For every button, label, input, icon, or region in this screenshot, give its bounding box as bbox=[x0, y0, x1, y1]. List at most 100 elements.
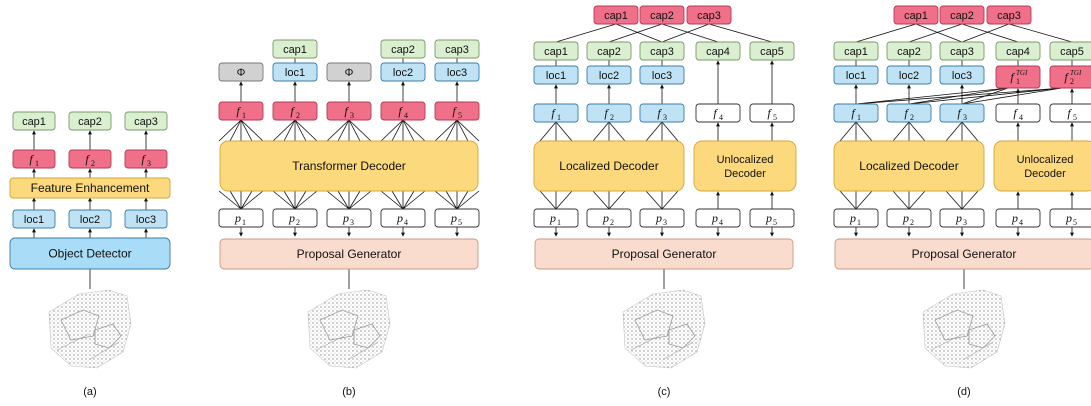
connector-lines bbox=[32, 23, 1074, 289]
decoder-to-feat-line bbox=[661, 121, 679, 142]
top-caption-box-shape bbox=[593, 5, 639, 25]
location-box-shape bbox=[586, 65, 632, 85]
proposal-generator-box-shape bbox=[219, 238, 479, 270]
location-box-label: loc3 bbox=[652, 70, 672, 82]
proposal-box-symbol: p bbox=[396, 211, 403, 225]
proposal-box-symbol: p bbox=[602, 211, 609, 225]
proposal-box-symbol: p bbox=[288, 211, 295, 225]
location-box-label: loc2 bbox=[80, 214, 100, 226]
proposal-to-decoder-line bbox=[240, 190, 253, 210]
caption-box: cap2 bbox=[586, 41, 632, 61]
proposal-to-decoder-line bbox=[218, 190, 242, 210]
topcap-to-cap-line bbox=[555, 23, 617, 43]
localized-decoder-box: Localized Decoder bbox=[533, 140, 685, 192]
top-caption-box-shape bbox=[639, 5, 685, 25]
proposal-to-decoder-line bbox=[348, 190, 361, 210]
location-box: loc3 bbox=[434, 62, 480, 82]
proposal-box-symbol: p bbox=[1065, 211, 1072, 225]
feature-box-shape bbox=[939, 103, 985, 123]
feature-box-subscript: 5 bbox=[1073, 113, 1077, 122]
location-box-shape bbox=[380, 62, 426, 82]
caption-box-label: cap2 bbox=[78, 116, 102, 128]
panel-label-a: (a) bbox=[83, 386, 96, 398]
proposal-to-decoder-line bbox=[445, 190, 458, 210]
feature-box-symbol: f bbox=[290, 104, 295, 118]
caption-box: cap5 bbox=[749, 41, 795, 61]
proposal-generator-box-label: Proposal Generator bbox=[612, 247, 717, 261]
caption-box-label: cap2 bbox=[597, 46, 621, 58]
caption-box-shape bbox=[124, 111, 168, 131]
empty-set-box-label: Φ bbox=[345, 67, 354, 79]
panel-label-b: (b) bbox=[342, 386, 355, 398]
object-detector-box-shape bbox=[9, 237, 171, 270]
location-box-shape bbox=[939, 65, 985, 85]
caption-box-label: cap5 bbox=[1060, 46, 1084, 58]
feature-box-shape bbox=[833, 103, 879, 123]
feature-box-subscript: 3 bbox=[147, 159, 151, 168]
decoder-to-feat-line bbox=[892, 121, 910, 142]
feature-box-subscript: 3 bbox=[663, 113, 667, 122]
feature-box-symbol: f bbox=[657, 106, 662, 120]
proposal-box-shape bbox=[749, 208, 795, 228]
point-cloud-image bbox=[922, 289, 1006, 369]
proposal-generator-box-label: Proposal Generator bbox=[912, 247, 1017, 261]
location-box-shape bbox=[124, 209, 168, 229]
proposal-box-symbol: p bbox=[342, 211, 349, 225]
location-box-label: loc2 bbox=[393, 67, 413, 79]
proposal-box-shape bbox=[995, 208, 1041, 228]
location-box-label: loc1 bbox=[24, 214, 44, 226]
feature-box-subscript: 3 bbox=[963, 113, 967, 122]
caption-box: cap2 bbox=[886, 41, 932, 61]
location-box: loc1 bbox=[272, 62, 318, 82]
feature-box-symbol: f bbox=[767, 106, 772, 120]
cross-feature-line bbox=[961, 87, 1009, 105]
decoder-to-feat-line bbox=[402, 119, 426, 142]
feature-box-shape bbox=[12, 149, 56, 169]
proposal-box-symbol: p bbox=[450, 211, 457, 225]
location-box-label: loc1 bbox=[546, 70, 566, 82]
caption-box-label: cap2 bbox=[897, 46, 921, 58]
caption-box-shape bbox=[68, 111, 112, 131]
caption-box-shape bbox=[1049, 41, 1091, 61]
proposal-box-subscript: 5 bbox=[1073, 218, 1077, 227]
unlocalized-decoder-box-label-1: Unlocalized bbox=[717, 154, 774, 166]
proposal-box-shape bbox=[695, 208, 741, 228]
proposal-box-symbol: p bbox=[1011, 211, 1018, 225]
feature-enhancement-box-shape bbox=[9, 177, 171, 199]
topcap-to-cap-line bbox=[908, 23, 963, 43]
proposal-to-decoder-line bbox=[608, 190, 626, 210]
top-caption-box-label: cap2 bbox=[950, 10, 974, 22]
location-box-label: loc1 bbox=[846, 70, 866, 82]
proposal-box-shape bbox=[586, 208, 632, 228]
location-box-shape bbox=[833, 65, 879, 85]
top-caption-box: cap3 bbox=[986, 5, 1032, 25]
location-box-label: loc1 bbox=[285, 67, 305, 79]
feature-box-symbol: f bbox=[141, 152, 146, 166]
proposal-to-decoder-line bbox=[592, 190, 610, 210]
caption-box-shape bbox=[886, 41, 932, 61]
decoder-to-feat-line bbox=[456, 119, 480, 142]
feature-box-symbol: f bbox=[957, 106, 962, 120]
location-box-shape bbox=[12, 209, 56, 229]
empty-set-box-shape bbox=[218, 62, 264, 82]
tgi-feature-box-subscript: 1 bbox=[1016, 77, 1020, 86]
empty-set-box-shape bbox=[326, 62, 372, 82]
decoder-to-feat-line bbox=[855, 121, 873, 142]
caption-box-shape bbox=[434, 39, 480, 59]
caption-box-label: cap4 bbox=[706, 46, 730, 58]
proposal-box-subscript: 1 bbox=[242, 218, 246, 227]
feature-box-shape bbox=[886, 103, 932, 123]
proposal-to-decoder-line bbox=[555, 190, 573, 210]
decoder-to-feat-line bbox=[391, 119, 404, 142]
top-caption-box: cap1 bbox=[593, 5, 639, 25]
